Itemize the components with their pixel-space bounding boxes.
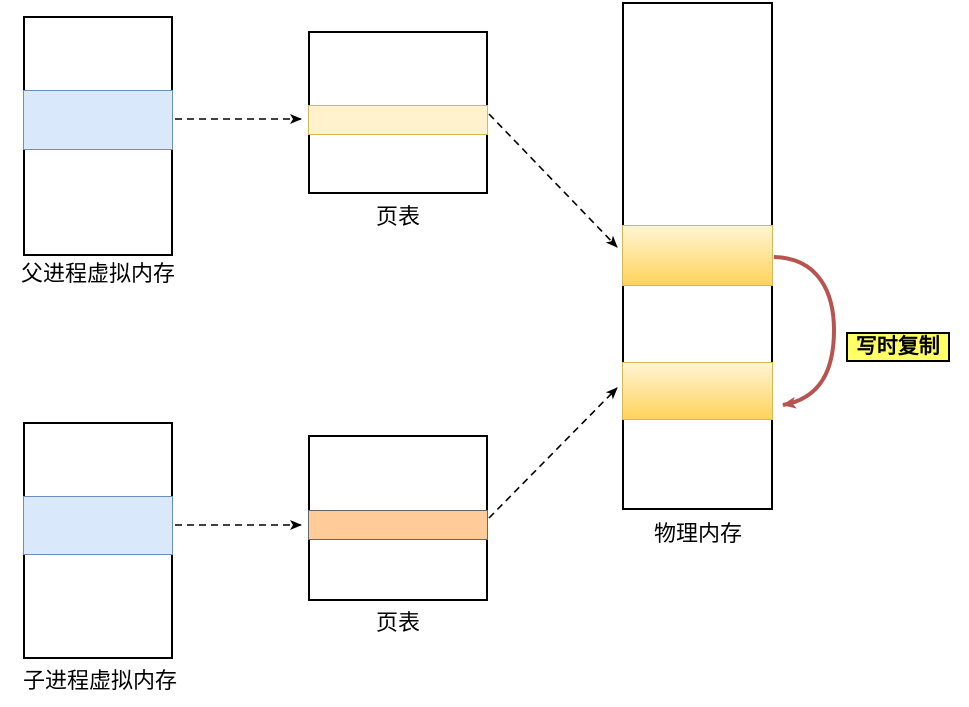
arrow-child-pte-to-physical-page <box>488 387 618 519</box>
physical-page-copied <box>622 362 773 420</box>
parent-page-table-label: 页表 <box>375 204 420 229</box>
arrow-parent-pte-to-physical-page <box>488 113 618 248</box>
parent-vm-box <box>23 16 173 256</box>
child-page-table-label: 页表 <box>375 610 420 635</box>
physical-memory-box <box>622 2 773 510</box>
parent-page-table-entry <box>308 105 488 135</box>
copy-on-write-badge: 写时复制 <box>846 332 950 362</box>
parent-vm-mapped-page <box>23 90 173 150</box>
child-vm-box <box>23 422 173 659</box>
physical-page-shared <box>622 225 773 286</box>
copy-on-write-arrow <box>773 255 837 409</box>
parent-page-table-box <box>308 31 488 194</box>
physical-memory-label: 物理内存 <box>653 521 742 546</box>
child-vm-label: 子进程虚拟内存 <box>22 668 177 693</box>
child-page-table-box <box>308 435 488 601</box>
child-page-table-entry <box>308 510 488 540</box>
parent-vm-label: 父进程虚拟内存 <box>20 261 175 286</box>
child-vm-mapped-page <box>23 496 173 555</box>
